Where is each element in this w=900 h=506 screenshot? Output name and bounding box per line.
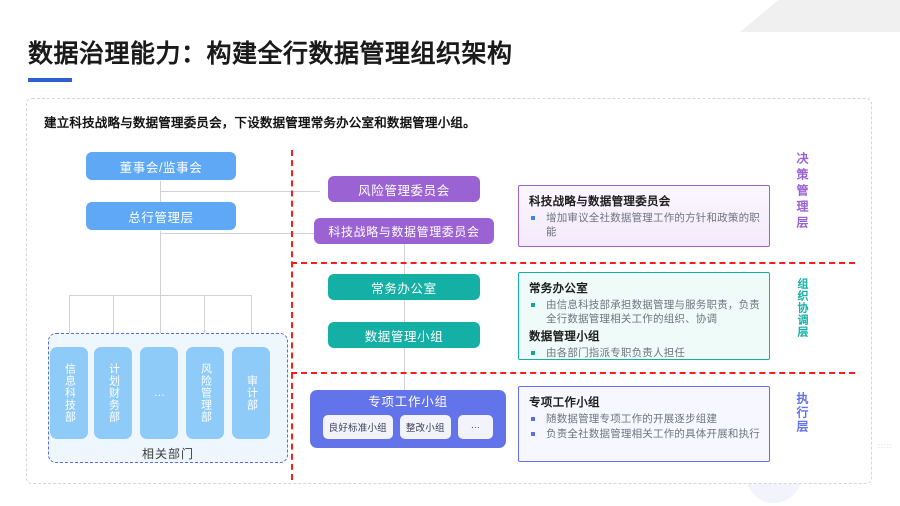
connector [160, 295, 161, 347]
connector [160, 231, 161, 343]
connector [160, 181, 161, 203]
node-task-force[interactable]: 专项工作小组 良好标准小组 整改小组 … [310, 390, 506, 448]
title-underline [28, 78, 72, 82]
task-force-chip[interactable]: 良好标准小组 [322, 415, 393, 439]
node-standing-office[interactable]: 常务办公室 [328, 274, 480, 300]
task-force-title: 专项工作小组 [368, 395, 448, 409]
dept-item[interactable]: 审计部 [232, 347, 270, 439]
card-bullet: 由各部门指派专职负责人担任 [529, 346, 760, 360]
card-heading-secondary: 数据管理小组 [529, 331, 600, 343]
connector [404, 348, 405, 392]
panel-caption: 建立科技战略与数据管理委员会，下设数据管理常务办公室和数据管理小组。 [44, 116, 476, 130]
card-heading: 常务办公室 [529, 283, 588, 295]
page-title: 数据治理能力：构建全行数据管理组织架构 [28, 41, 513, 68]
info-card-task-force: 专项工作小组 随数据管理专项工作的开展逐步组建 负责全社数据管理相关工作的具体开… [518, 386, 770, 462]
card-bullet: 由信息科技部承担数据管理与服务职责，负责全行数据管理相关工作的组织、协调 [529, 298, 760, 326]
departments-label: 相关部门 [141, 447, 194, 461]
node-board[interactable]: 董事会/监事会 [86, 152, 236, 180]
connector [251, 295, 252, 347]
task-force-chip[interactable]: … [457, 415, 494, 439]
connector [204, 295, 205, 347]
connector [69, 295, 70, 347]
connector [160, 191, 320, 192]
layer-label-execution: 执行层 [795, 392, 809, 434]
connector [113, 295, 114, 347]
info-card-office: 常务办公室 由信息科技部承担数据管理与服务职责，负责全行数据管理相关工作的组织、… [518, 272, 770, 360]
task-force-chip[interactable]: 整改小组 [399, 415, 451, 439]
layer-label-decision: 决策管理层 [795, 152, 809, 232]
connector [404, 244, 405, 292]
layer-divider-1 [291, 262, 855, 264]
layer-divider-2 [291, 372, 855, 374]
layer-label-coordination: 组织协调层 [796, 278, 808, 338]
dept-item[interactable]: … [140, 347, 178, 439]
dept-item[interactable]: 计划财务部 [94, 347, 132, 439]
vertical-divider [291, 150, 293, 480]
node-head-office-management[interactable]: 总行管理层 [86, 202, 236, 230]
dots-decoration: ::::: [878, 443, 893, 450]
dept-item[interactable]: 信息科技部 [50, 347, 88, 439]
node-data-management-team[interactable]: 数据管理小组 [328, 322, 480, 348]
dept-item[interactable]: 风险管理部 [186, 347, 224, 439]
card-bullet: 随数据管理专项工作的开展逐步组建 [529, 412, 760, 426]
node-risk-committee[interactable]: 风险管理委员会 [328, 176, 480, 202]
card-bullet: 增加审议全社数据管理工作的方针和政策的职能 [529, 211, 760, 239]
card-heading: 专项工作小组 [529, 397, 600, 409]
info-card-committee: 科技战略与数据管理委员会 增加审议全社数据管理工作的方针和政策的职能 [518, 185, 770, 247]
node-tech-data-committee[interactable]: 科技战略与数据管理委员会 [314, 218, 494, 244]
connector [404, 300, 405, 322]
card-bullet: 负责全社数据管理相关工作的具体开展和执行 [529, 427, 760, 441]
connector [160, 233, 320, 234]
card-heading: 科技战略与数据管理委员会 [529, 196, 671, 208]
corner-decoration [740, 0, 900, 32]
